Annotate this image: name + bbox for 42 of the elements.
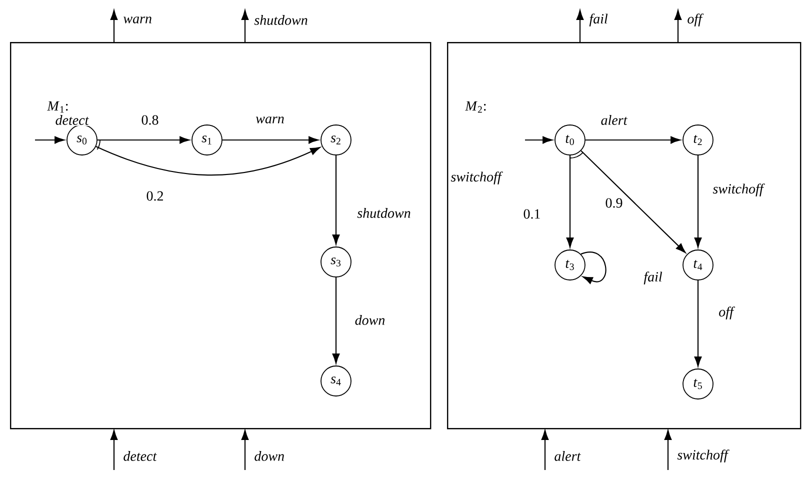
arrow	[694, 155, 702, 248]
arrow	[241, 10, 249, 42]
edge-label: 0.1	[522, 208, 542, 220]
edge-label: switchoff	[712, 182, 765, 198]
action-label: switchoff	[450, 170, 503, 186]
edge-label: fail	[588, 12, 609, 28]
arrow	[580, 150, 686, 253]
edge-label: warn	[254, 116, 286, 124]
arrow	[525, 136, 553, 144]
arrow	[664, 430, 672, 470]
action-label: detect	[54, 114, 90, 126]
edge-label: warn	[122, 16, 153, 24]
edge-label: switchoff	[676, 448, 730, 464]
arrow	[580, 252, 606, 284]
edge-label: 0.9	[604, 197, 624, 209]
arrow	[96, 146, 320, 176]
edge-label: alert	[553, 450, 582, 462]
arrow	[222, 136, 319, 144]
arrow	[694, 280, 702, 367]
edge-label: 0.8	[140, 114, 160, 126]
arrow	[332, 155, 340, 245]
edge-label: shutdown	[253, 14, 309, 26]
arrow	[332, 277, 340, 364]
edge-label: shutdown	[356, 207, 412, 219]
arrow	[674, 10, 682, 42]
edge-label: down	[354, 314, 386, 326]
edge-label: down	[253, 450, 286, 462]
arrow	[576, 10, 584, 42]
arrow	[35, 136, 65, 144]
edge-label: off	[686, 12, 704, 28]
arrow	[241, 430, 249, 470]
arrow	[97, 136, 190, 144]
arrow	[541, 430, 549, 470]
edge-label: alert	[600, 114, 628, 126]
edge-label: detect	[122, 450, 158, 462]
arrow	[110, 10, 118, 42]
arrow	[110, 430, 118, 470]
arrow	[566, 155, 574, 248]
edge-label: off	[718, 306, 736, 320]
edge-label: 0.2	[145, 190, 165, 202]
arrow	[585, 136, 681, 144]
edge-label: fail	[642, 270, 664, 286]
